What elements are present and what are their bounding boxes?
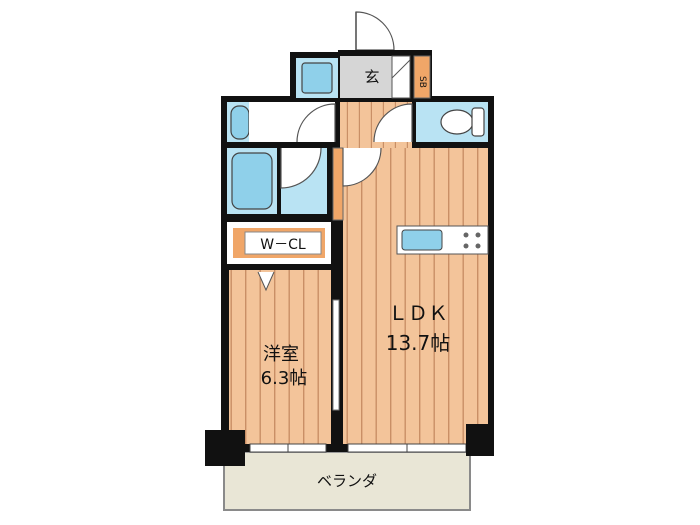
toilet-icon xyxy=(440,109,474,135)
kitchen-sink-icon xyxy=(401,229,443,251)
laundry-space xyxy=(296,58,338,98)
bathroom xyxy=(227,147,327,214)
stove-burner-icon xyxy=(463,232,469,238)
stove-burner-icon xyxy=(475,243,481,249)
balcony-label: ベランダ xyxy=(317,472,377,490)
western-room-label: 洋室 xyxy=(263,344,299,365)
entrance-door xyxy=(355,11,395,51)
washroom xyxy=(227,102,336,143)
column-left xyxy=(205,430,245,466)
ldk-label: ＬＤＫ xyxy=(388,301,448,325)
kitchen-counter xyxy=(396,225,489,255)
shoe-box-label: SB xyxy=(417,76,427,88)
stove-burner-icon xyxy=(475,232,481,238)
bathtub-icon xyxy=(231,152,273,210)
stove-burner-icon xyxy=(463,243,469,249)
shoe-box: SB xyxy=(413,55,431,99)
walk-in-closet: W－CL xyxy=(227,222,331,264)
toilet-room xyxy=(416,102,488,142)
ldk: ＬＤＫ 13.7帖 xyxy=(332,147,489,444)
entrance: 玄 xyxy=(340,55,411,99)
hallway xyxy=(340,102,413,148)
column-right xyxy=(466,424,494,456)
western-room-size: 6.3帖 xyxy=(261,368,308,389)
ldk-size: 13.7帖 xyxy=(386,331,451,355)
walk-in-closet-label: W－CL xyxy=(260,237,306,253)
balcony-windows xyxy=(249,443,467,453)
entrance-label: 玄 xyxy=(364,68,379,86)
western-room: 洋室 6.3帖 xyxy=(229,270,340,444)
